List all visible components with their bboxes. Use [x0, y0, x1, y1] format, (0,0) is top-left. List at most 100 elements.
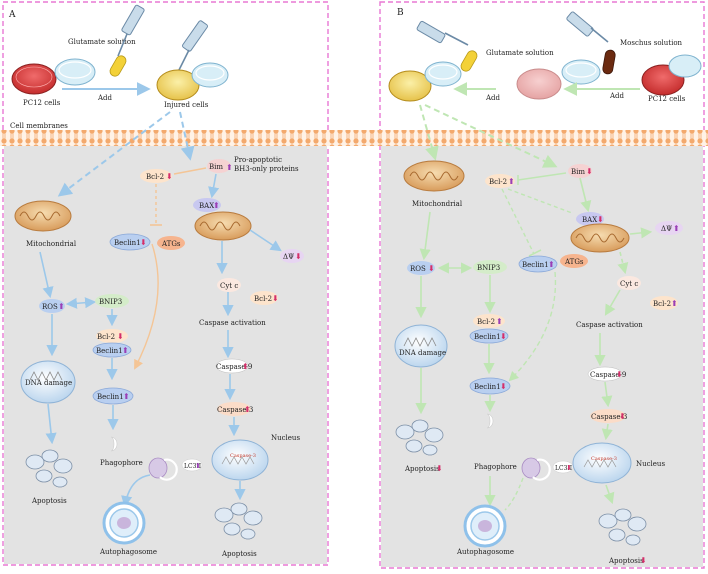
label-bcl2-right-b: Bcl-2: [653, 300, 671, 308]
label-caspase-act-a: Caspase activation: [199, 319, 266, 327]
node-bcl2-top-b: [485, 174, 515, 188]
node-atgs-b: [560, 254, 588, 268]
down-arrow-icon: ⬇: [616, 370, 623, 379]
label-phagophore-b: Phagophore: [474, 463, 517, 471]
node-bcl2-mid-b: [473, 314, 505, 328]
label-atgs-b: ATGs: [564, 258, 584, 266]
arrow-injured-bim-a: [179, 111, 195, 161]
label-atgs-a: ATGs: [161, 240, 181, 248]
node-bcl2-right-b: [650, 296, 678, 310]
petri-lid-b2: [561, 59, 601, 85]
label-proapoptotic-1: Pro-apoptotic: [234, 156, 282, 164]
node-bnip3-a: [95, 294, 129, 308]
nucleus-icon-b: [572, 442, 632, 484]
label-pc12-b: PC12 cells: [648, 95, 686, 103]
label-bcl2-top-a: Bcl-2: [146, 173, 164, 181]
label-injured-a: Injured cells: [164, 101, 209, 109]
arrow-dna-apoptosis-a: [45, 403, 57, 445]
node-caspase9-a: [215, 358, 249, 374]
node-cytc-b: [617, 276, 641, 290]
phagophore-icon-a: [110, 436, 118, 452]
panel-a-letter: A: [8, 10, 16, 20]
label-beclin1-c-b: Beclin1: [474, 383, 501, 391]
label-caspase9-a: Caspase-9: [216, 363, 252, 371]
apoptotic-bodies-icon-b2: [598, 508, 647, 546]
node-bnip3-b: [473, 260, 507, 274]
mitochondrion-right-a: [194, 211, 252, 241]
up-arrow-icon: ⬆: [496, 317, 503, 326]
label-bim-b: Bim: [571, 168, 585, 176]
autophagosome-icon-b: [463, 504, 507, 548]
down-arrow-icon: ⬇: [500, 332, 507, 341]
node-beclin1-c-a: [92, 387, 134, 405]
label-dpsi-b: ΔΨ: [661, 225, 672, 233]
label-bnip3-a: BNIP3: [99, 298, 122, 306]
node-dpsi-b: [655, 221, 683, 235]
down-arrow-icon: ⬇: [597, 215, 604, 224]
glutamate-tube-b: [460, 50, 478, 72]
panel-a-frame: [2, 1, 329, 566]
node-bcl2-right-a: [250, 291, 278, 305]
arrow-mito-dpsi-a: [249, 229, 282, 252]
label-caspase-act-b: Caspase activation: [576, 321, 643, 329]
lc3-vesicle-icon-b: [521, 457, 551, 481]
petri-lid-b3: [668, 54, 702, 78]
arrow-mito-cytc-b: [617, 251, 629, 275]
label-beclin1-b-b: Beclin1: [474, 333, 501, 341]
label-nucleus-b: Nucleus: [636, 460, 665, 468]
label-beclin1-c-a: Beclin1: [97, 393, 124, 401]
arrow-casp3-nucleus-b: [601, 423, 613, 441]
node-beclin1-a-b: [518, 255, 558, 273]
label-bax-a: BAX: [199, 202, 214, 210]
label-bim-a: Bim: [209, 163, 223, 171]
apoptotic-bodies-icon-a2: [214, 502, 263, 540]
up-arrow-icon: ⬆: [58, 302, 65, 311]
mitochondrion-left-b: [403, 160, 465, 192]
label-phagophore-a: Phagophore: [100, 459, 143, 467]
label-ros-b: ROS: [410, 265, 426, 273]
arrow-nucleus-apoptosis-b: [603, 484, 615, 505]
label-nucleus-casp-a: Caspase-3: [230, 453, 256, 459]
node-caspase9-b: [587, 366, 623, 382]
label-caspase3-b: Caspase-3: [591, 413, 627, 421]
down-arrow-icon: ⬇: [117, 332, 124, 341]
label-apoptosis-right-a: Apoptosis: [221, 550, 257, 558]
up-arrow-icon: ⬆: [213, 201, 220, 210]
petri-lid-b1: [424, 61, 462, 87]
label-add-b1: Add: [485, 94, 501, 102]
down-arrow-icon: ⬇: [640, 556, 647, 565]
label-beclin1-a-b: Beclin1: [522, 261, 549, 269]
label-bcl2-mid-a: Bcl-2: [97, 333, 115, 341]
node-beclin1-c-b: [469, 377, 511, 395]
label-ros-a: ROS: [42, 303, 58, 311]
label-mito-left-a: Mitochondrial: [26, 240, 77, 248]
label-apoptosis-left-b: Apoptosis: [404, 465, 440, 473]
label-proapoptotic-2: BH3-only proteins: [234, 165, 299, 173]
label-membrane: Cell membranes: [10, 122, 68, 130]
up-arrow-icon: ⬆: [123, 392, 130, 401]
node-bcl2-mid-a: [96, 329, 128, 343]
arrow-lc3-autophagosome-b: [504, 477, 524, 511]
arrow-injured-bim-b: [424, 104, 558, 168]
cell-membrane: [0, 130, 708, 146]
label-apoptosis-right-b: Apoptosis: [608, 557, 644, 565]
node-atgs-a: [157, 236, 185, 250]
pipette-icon-b1: [416, 20, 469, 46]
label-caspase3-a: Caspase-3: [217, 406, 253, 414]
inhibit-bcl2-bax-b: [507, 188, 573, 214]
label-apoptosis-left-a: Apoptosis: [31, 497, 67, 505]
down-arrow-icon: ⬇: [566, 464, 572, 472]
down-arrow-icon: ⬇: [140, 238, 147, 247]
arrow-mito-ros-a: [39, 251, 54, 299]
label-nucleus-casp-b: Caspase-3: [591, 456, 617, 462]
label-moschus-b: Moschus solution: [620, 39, 683, 47]
arrow-cytc-caspact-b: [604, 289, 621, 316]
node-beclin1-a-a: [109, 233, 151, 251]
node-cytc-a: [217, 278, 241, 292]
up-arrow-icon: ⬆: [195, 462, 201, 470]
node-ros-b: [407, 261, 435, 275]
down-arrow-icon: ⬇: [295, 252, 302, 261]
phagophore-icon-b: [486, 413, 494, 429]
